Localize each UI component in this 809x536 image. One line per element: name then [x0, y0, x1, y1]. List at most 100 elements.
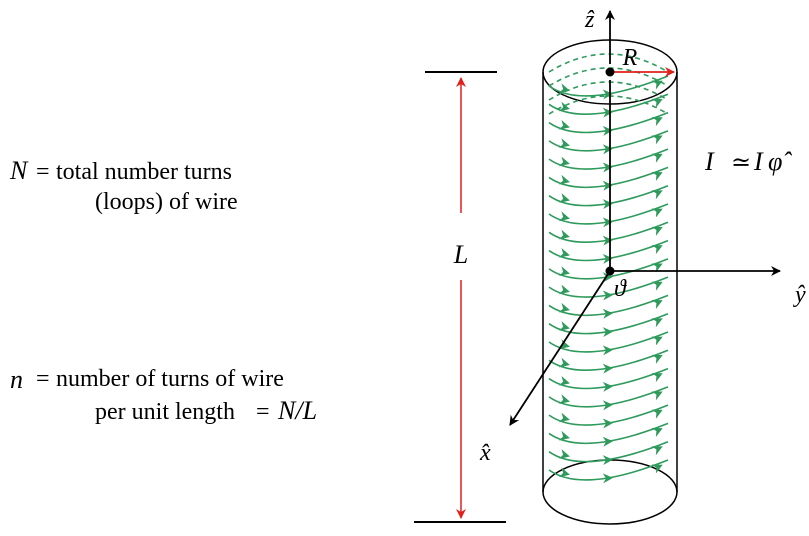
definition-n-line2: per unit length: [95, 399, 235, 425]
definition-N-line1: total number turns: [56, 159, 232, 185]
coil-arrowhead: [602, 199, 613, 210]
coil-arrowhead: [558, 266, 570, 276]
coil-arrowhead: [602, 89, 613, 100]
coil-arrowhead: [558, 467, 570, 478]
coil-turn: [548, 75, 669, 100]
coil-arrowhead: [558, 247, 570, 258]
coil-arrowhead: [602, 253, 613, 264]
coil-arrowhead: [558, 156, 570, 167]
coil-arrowhead: [651, 226, 663, 236]
coil-front-arc: [548, 367, 669, 390]
symbol-n: n: [10, 365, 23, 394]
coil-arrowhead: [558, 119, 570, 130]
coil-turn: [548, 203, 669, 228]
coil-arrowhead: [602, 144, 613, 155]
coil-front-arc: [548, 459, 669, 481]
coil-turn: [548, 130, 669, 155]
coil-front-arc: [548, 93, 669, 116]
angle-label: ϑ: [614, 276, 627, 302]
coil-arrowhead: [602, 400, 613, 411]
coil-arrowhead: [558, 101, 570, 112]
coil-arrowhead: [558, 321, 570, 331]
coil-arrowhead: [558, 302, 570, 313]
coil-arrowhead: [558, 412, 570, 423]
coil-back-arc: [548, 81, 669, 101]
coil-front-arc: [548, 239, 669, 262]
top-center-point: [605, 67, 615, 77]
coil-front-arc: [548, 148, 669, 170]
length-label: L: [453, 240, 468, 269]
coil-arrowhead: [651, 281, 663, 291]
coil-arrowhead: [651, 98, 663, 108]
cylinder-bottom-front-arc: [542, 491, 678, 525]
coil-arrowhead: [602, 363, 613, 374]
coil-arrowhead: [651, 299, 663, 309]
coil-arrowhead: [602, 436, 613, 447]
coil-arrowhead: [558, 449, 570, 459]
coil-windings: [548, 53, 669, 484]
coil-front-arc: [548, 386, 669, 408]
coil-front-arc: [548, 349, 669, 372]
coil-front-arc: [548, 312, 669, 335]
coil-arrowhead: [558, 83, 570, 94]
definition-N-line2: (loops) of wire: [95, 189, 238, 215]
coil-arrowhead: [602, 473, 613, 484]
coil-arrowhead: [602, 290, 613, 301]
coil-front-arc: [548, 422, 669, 445]
coil-arrowhead: [651, 263, 663, 273]
coil-arrowhead: [651, 391, 663, 401]
coil-arrowhead: [651, 80, 663, 90]
coil-arrowhead: [602, 418, 613, 429]
coil-turn: [548, 184, 669, 210]
coil-turn: [548, 111, 669, 136]
coil-turn: [548, 422, 669, 447]
coil-front-arc: [548, 203, 669, 225]
coil-front-arc: [548, 294, 669, 317]
length-dimension: L: [414, 71, 506, 523]
coil-arrowhead: [651, 171, 663, 181]
symbol-N: N: [9, 156, 29, 185]
coil-arrowhead: [651, 409, 663, 419]
coil-arrowhead: [602, 327, 613, 338]
coil-arrowhead: [558, 394, 570, 404]
x-axis-label: x̂: [479, 440, 491, 466]
origin-point: [605, 266, 615, 276]
definition-n-line1: number of turns of wire: [56, 366, 284, 392]
coil-turn: [548, 349, 669, 374]
coil-arrowhead: [602, 381, 613, 392]
coil-turn: [548, 166, 669, 191]
coil-turn: [548, 331, 669, 356]
z-axis-label: ẑ: [584, 7, 595, 33]
coil-turn: [548, 221, 669, 246]
current-label: I⃗ ≃ I φ̂: [704, 147, 792, 176]
coil-arrowhead: [558, 375, 570, 386]
coil-turn: [548, 239, 669, 264]
coil-arrowhead: [651, 135, 663, 145]
coil-front-arc: [548, 184, 669, 207]
coil-arrowhead: [558, 138, 570, 148]
coil-turn: [548, 440, 669, 466]
radius-indicator: R: [610, 45, 675, 77]
radius-label: R: [622, 45, 638, 71]
coil-turn: [548, 294, 669, 319]
coil-turn: [548, 93, 669, 118]
coil-front-arc: [548, 404, 669, 426]
coil-arrowhead: [651, 464, 663, 474]
coil-front-arc: [548, 75, 669, 97]
coil-arrowhead: [651, 245, 663, 255]
coil-front-arc: [548, 111, 669, 134]
current-vector-symbol: I⃗: [704, 147, 734, 176]
coil-turn: [548, 258, 669, 283]
definition-N: N = total number turns (loops) of wire: [9, 156, 238, 215]
coil-back-arc: [548, 67, 669, 87]
x-axis: [509, 270, 611, 426]
coil-arrowhead: [651, 318, 663, 328]
current-direction-phi: φ̂: [768, 147, 792, 176]
coil-arrowhead: [558, 229, 570, 240]
coil-front-arc: [548, 331, 669, 353]
coil-turn: [548, 459, 669, 484]
coil-arrowhead: [651, 190, 663, 200]
coil-turn: [548, 386, 669, 411]
equals-n: =: [36, 366, 50, 392]
